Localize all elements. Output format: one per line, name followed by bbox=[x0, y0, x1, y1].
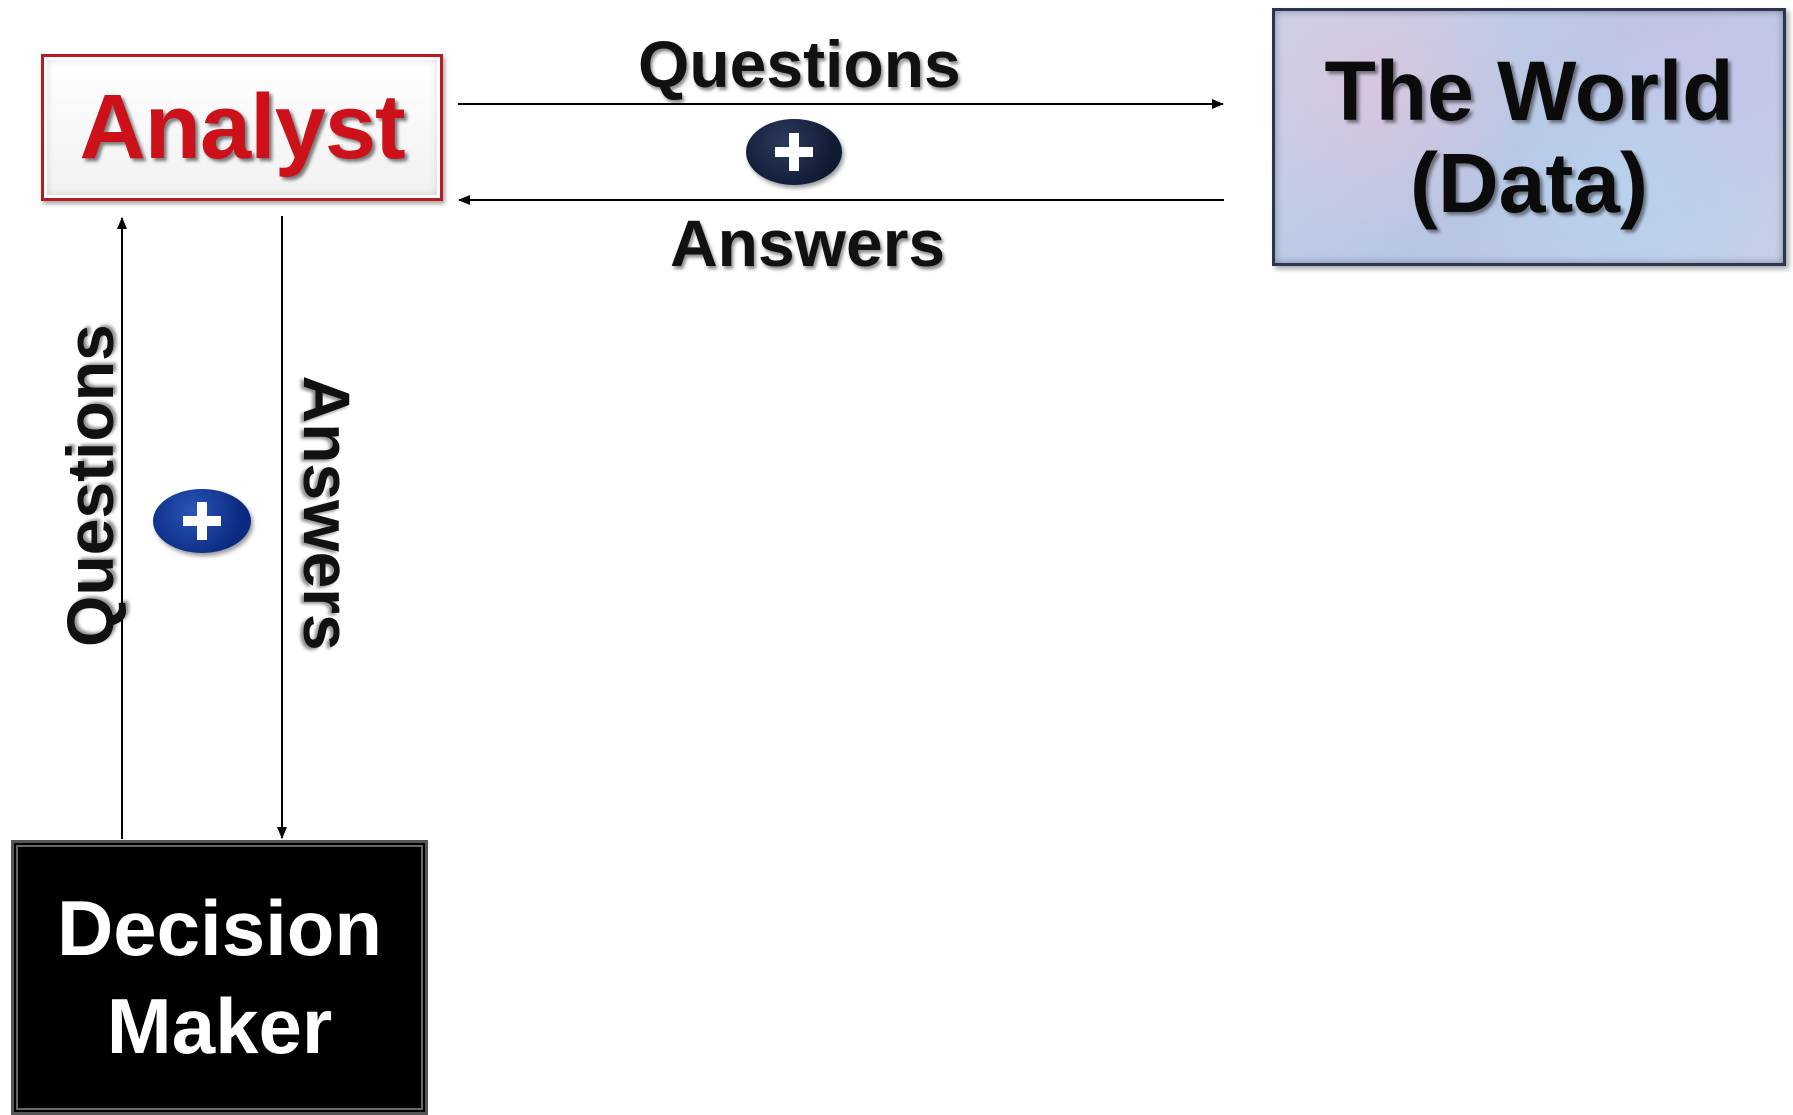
decision-maker-box: Decision Maker bbox=[11, 840, 428, 1115]
plus-icon bbox=[153, 489, 251, 553]
world-label-line2: (Data) bbox=[1409, 136, 1648, 230]
questions-label-left: Questions bbox=[53, 324, 127, 647]
plus-icon bbox=[746, 119, 842, 185]
world-label-line1: The World bbox=[1324, 43, 1734, 138]
answers-label-top: Answers bbox=[670, 206, 946, 280]
decision-label-line2: Maker bbox=[106, 981, 333, 1070]
world-data-box: The World (Data) bbox=[1272, 8, 1786, 266]
analyst-box: Analyst bbox=[41, 54, 443, 201]
questions-label-top: Questions bbox=[638, 27, 961, 101]
answers-label-right: Answers bbox=[290, 375, 364, 651]
analyst-label: Analyst bbox=[79, 76, 405, 178]
decision-label-line1: Decision bbox=[56, 884, 383, 972]
